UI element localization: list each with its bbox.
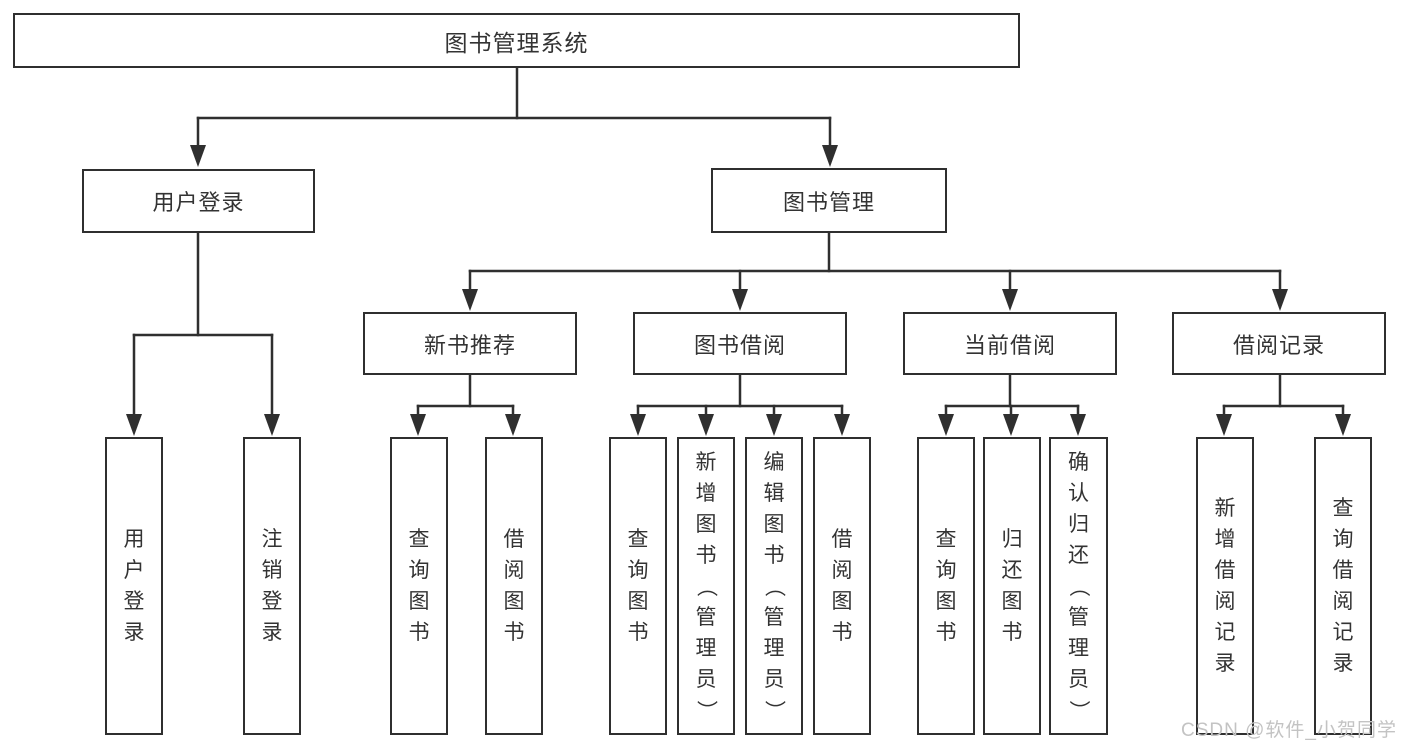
node-label: 用户登录: [152, 190, 245, 215]
leaf-return-book: 归还图书: [983, 437, 1041, 735]
leaf-user-login: 用户登录: [105, 437, 163, 735]
leaf-confirm-return-admin: 确认归还（管理员）: [1049, 437, 1108, 735]
node-current-borrowing: 当前借阅: [903, 312, 1117, 375]
leaf-query-books-current: 查询图书: [917, 437, 975, 735]
node-label: 新书推荐: [423, 332, 516, 358]
node-book-management: 图书管理: [711, 168, 947, 233]
leaf-edit-book-admin: 编辑图书（管理员）: [745, 437, 803, 735]
leaf-add-book-admin: 新增图书（管理员）: [677, 437, 735, 735]
leaf-borrow-books-borrowing: 借阅图书: [813, 437, 871, 735]
node-borrowing-records: 借阅记录: [1172, 312, 1386, 375]
leaf-query-books-recommend: 查询图书: [390, 437, 448, 735]
leaf-logout: 注销登录: [243, 437, 301, 735]
node-label: 图书管理: [782, 189, 875, 215]
leaf-borrow-books-recommend: 借阅图书: [485, 437, 543, 735]
node-book-borrowing: 图书借阅: [633, 312, 847, 375]
node-new-book-recommendation: 新书推荐: [363, 312, 577, 375]
node-label: 当前借阅: [963, 332, 1056, 358]
leaf-query-borrow-record: 查询借阅记录: [1314, 437, 1372, 735]
node-label: 借阅记录: [1232, 332, 1325, 358]
node-user-login: 用户登录: [82, 169, 315, 233]
node-label: 图书管理系统: [444, 29, 589, 56]
leaf-query-books-borrowing: 查询图书: [609, 437, 667, 735]
watermark: CSDN @软件_小贺同学: [1181, 720, 1397, 741]
node-label: 图书借阅: [693, 332, 786, 358]
node-library-management-system: 图书管理系统: [13, 13, 1020, 68]
leaf-add-borrow-record: 新增借阅记录: [1196, 437, 1254, 735]
